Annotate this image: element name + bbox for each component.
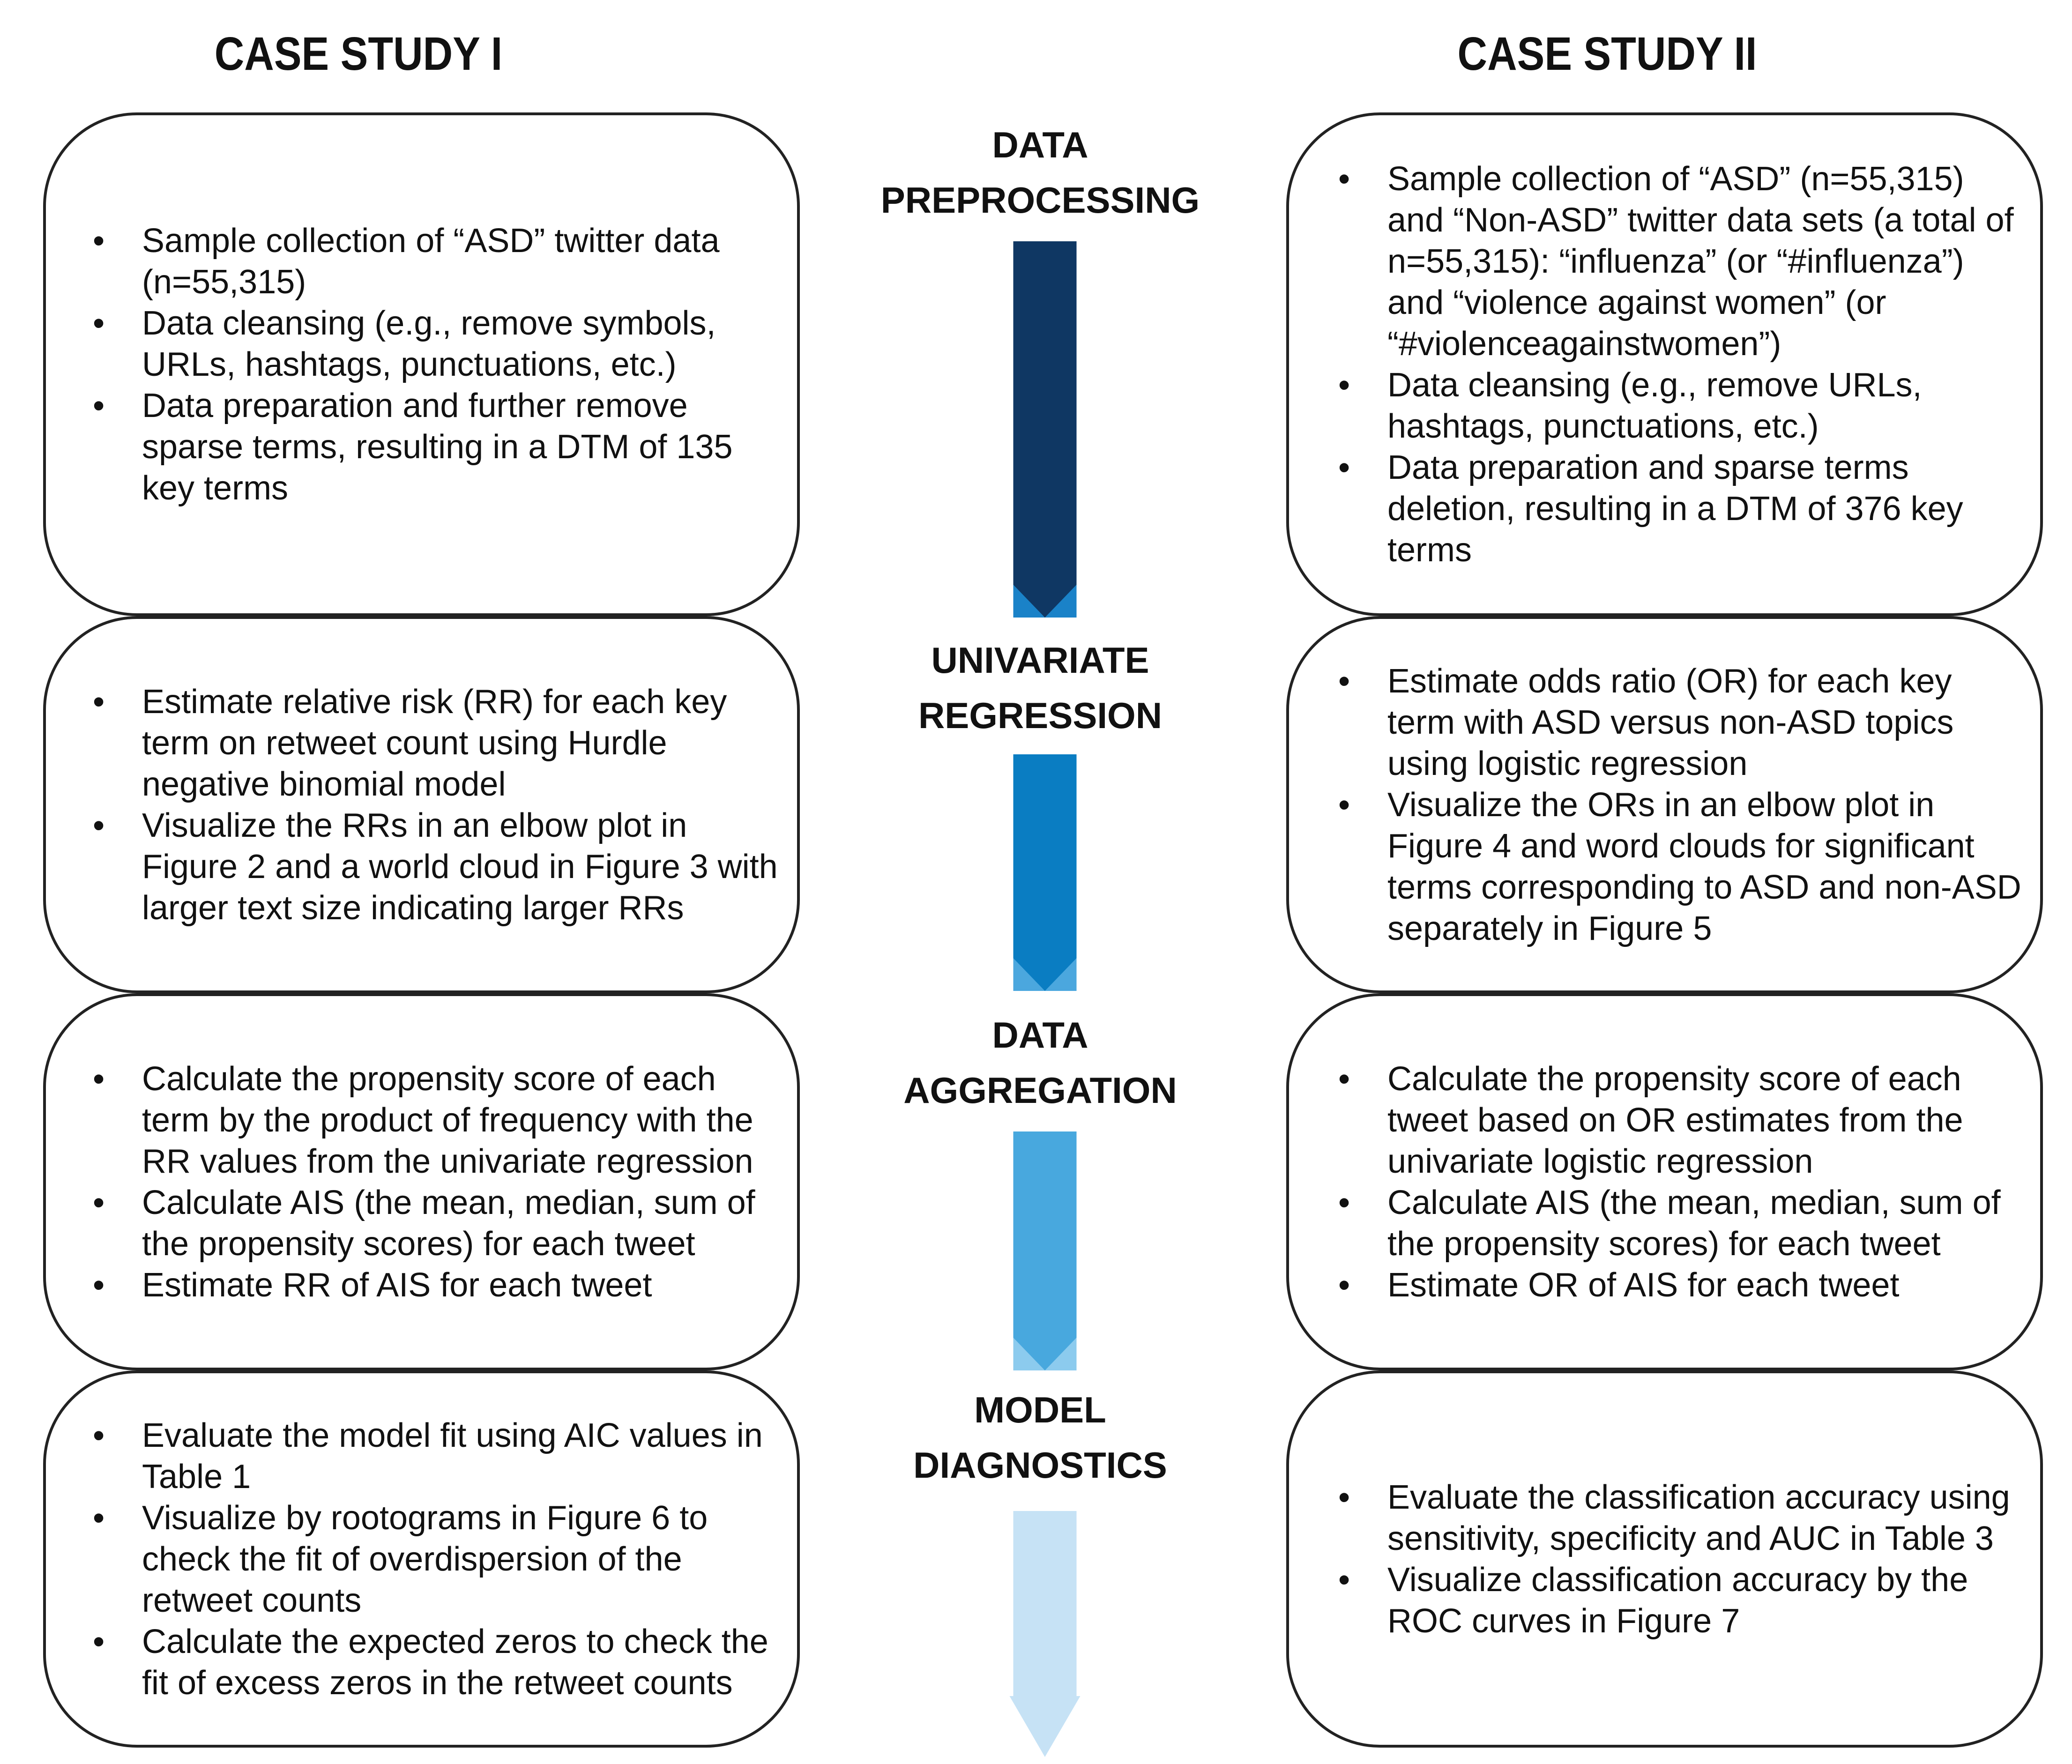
stage-label-line: REGRESSION — [918, 695, 1163, 736]
bullet-item: Calculate AIS (the mean, median, sum of … — [1338, 1182, 2026, 1265]
bullet-item: Sample collection of “ASD” twitter data … — [93, 220, 778, 303]
bullet-list: Estimate odds ratio (OR) for each key te… — [1289, 661, 2040, 949]
bullet-item: Evaluate the model fit using AIC values … — [93, 1415, 778, 1497]
case-study-2-title: CASE STUDY II — [1457, 28, 1757, 80]
stage-label-line: DATA — [992, 124, 1088, 165]
bullet-list: Evaluate the classification accuracy usi… — [1289, 1477, 2040, 1642]
bullet-list: Evaluate the model fit using AIC values … — [46, 1415, 797, 1704]
bullet-item: Calculate the propensity score of each t… — [93, 1058, 778, 1182]
bullet-list: Calculate the propensity score of each t… — [1289, 1058, 2040, 1306]
arrow-body — [1013, 1131, 1077, 1370]
bullet-item: Calculate the expected zeros to check th… — [93, 1621, 778, 1704]
case-study-1-stage-4-box: Evaluate the model fit using AIC values … — [43, 1370, 800, 1748]
stage-label-line: UNIVARIATE — [931, 640, 1149, 681]
case-study-2-stage-2-box: Estimate odds ratio (OR) for each key te… — [1286, 616, 2043, 993]
bullet-list: Sample collection of “ASD” twitter data … — [46, 220, 797, 509]
bullet-list: Sample collection of “ASD” (n=55,315) an… — [1289, 158, 2040, 571]
bullet-item: Visualize the RRs in an elbow plot in Fi… — [93, 805, 778, 929]
stage-1-label: DATA PREPROCESSING — [839, 117, 1242, 228]
bullet-item: Estimate RR of AIS for each tweet — [93, 1265, 778, 1306]
stage-4-label: MODEL DIAGNOSTICS — [839, 1382, 1242, 1493]
case-study-1-stage-2-box: Estimate relative risk (RR) for each key… — [43, 616, 800, 993]
arrow-body — [1009, 1511, 1081, 1757]
bullet-item: Data preparation and further remove spar… — [93, 385, 778, 509]
bullet-item: Visualize the ORs in an elbow plot in Fi… — [1338, 784, 2026, 949]
arrow-body — [1013, 241, 1077, 618]
bullet-item: Data cleansing (e.g., remove URLs, hasht… — [1338, 365, 2026, 447]
bullet-item: Evaluate the classification accuracy usi… — [1338, 1477, 2026, 1559]
case-study-2-stage-4-box: Evaluate the classification accuracy usi… — [1286, 1370, 2043, 1748]
stage-label-line: MODEL — [974, 1389, 1106, 1430]
stage-2-arrow — [1013, 754, 1077, 991]
stage-label-line: AGGREGATION — [903, 1070, 1177, 1111]
case-study-1-title: CASE STUDY I — [214, 28, 503, 80]
stage-3-arrow — [1013, 1131, 1077, 1370]
stage-label-line: DATA — [992, 1014, 1088, 1056]
bullet-list: Estimate relative risk (RR) for each key… — [46, 681, 797, 929]
bullet-item: Calculate AIS (the mean, median, sum of … — [93, 1182, 778, 1265]
arrow-body — [1013, 754, 1077, 991]
case-study-1-stage-3-box: Calculate the propensity score of each t… — [43, 993, 800, 1370]
bullet-list: Calculate the propensity score of each t… — [46, 1058, 797, 1306]
stage-1-arrow — [1013, 241, 1077, 618]
case-study-2-stage-3-box: Calculate the propensity score of each t… — [1286, 993, 2043, 1370]
stage-label-line: DIAGNOSTICS — [913, 1444, 1167, 1486]
bullet-item: Data cleansing (e.g., remove symbols, UR… — [93, 303, 778, 385]
bullet-item: Data preparation and sparse terms deleti… — [1338, 447, 2026, 571]
bullet-item: Estimate OR of AIS for each tweet — [1338, 1265, 2026, 1306]
stage-3-label: DATA AGGREGATION — [839, 1007, 1242, 1118]
stage-4-arrow — [1009, 1511, 1081, 1757]
case-study-2-stage-1-box: Sample collection of “ASD” (n=55,315) an… — [1286, 112, 2043, 616]
bullet-item: Sample collection of “ASD” (n=55,315) an… — [1338, 158, 2026, 365]
bullet-item: Estimate relative risk (RR) for each key… — [93, 681, 778, 805]
bullet-item: Calculate the propensity score of each t… — [1338, 1058, 2026, 1182]
bullet-item: Estimate odds ratio (OR) for each key te… — [1338, 661, 2026, 784]
case-study-1-stage-1-box: Sample collection of “ASD” twitter data … — [43, 112, 800, 616]
bullet-item: Visualize classification accuracy by the… — [1338, 1559, 2026, 1642]
bullet-item: Visualize by rootograms in Figure 6 to c… — [93, 1497, 778, 1621]
stage-label-line: PREPROCESSING — [880, 179, 1200, 221]
stage-2-label: UNIVARIATE REGRESSION — [839, 633, 1242, 743]
